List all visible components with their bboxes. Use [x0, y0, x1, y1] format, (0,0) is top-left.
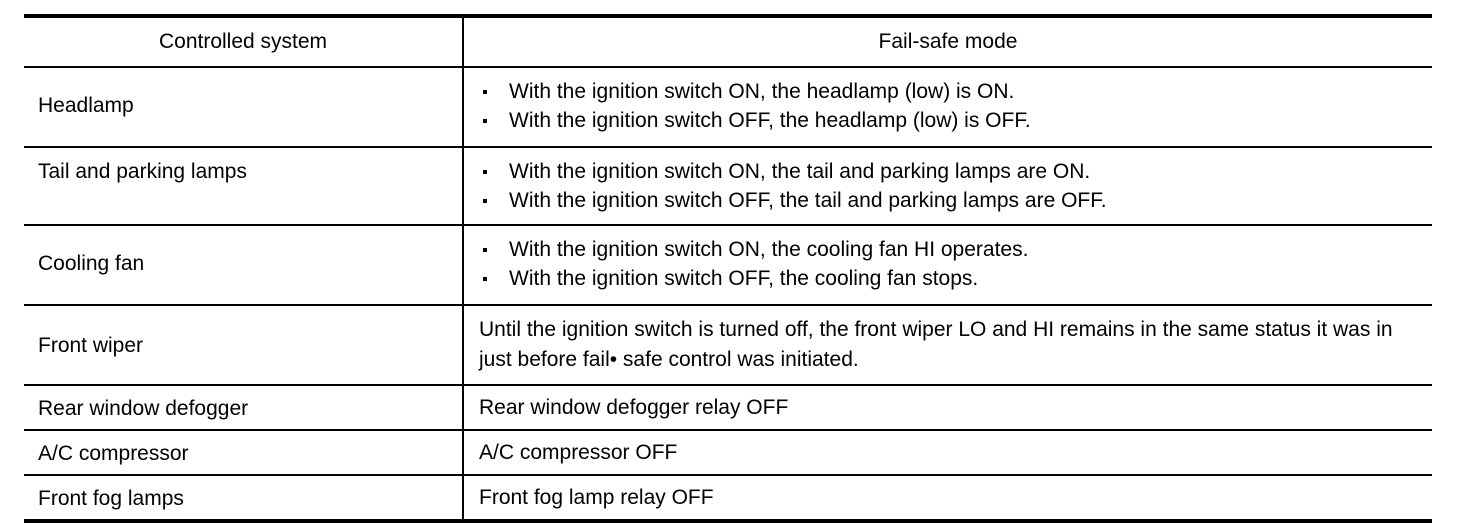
column-header-controlled-system: Controlled system [24, 16, 464, 67]
mode-cell-front-wiper: Until the ignition switch is turned off,… [463, 304, 1432, 385]
table-row-cooling-fan: Cooling fan With the ignition switch ON,… [24, 224, 1432, 305]
mode-cell-headlamp: With the ignition switch ON, the headlam… [463, 66, 1432, 147]
table-row-ac-compressor: A/C compressor A/C compressor OFF [24, 429, 1432, 475]
table-header-row: Controlled system Fail-safe mode [24, 16, 1432, 67]
list-item: With the ignition switch OFF, the coolin… [479, 264, 1420, 293]
table-row-headlamp: Headlamp With the ignition switch ON, th… [24, 66, 1432, 147]
table-row-rear-window-defogger: Rear window defogger Rear window defogge… [24, 384, 1432, 430]
system-label: Headlamp [38, 94, 134, 117]
mode-cell-cooling-fan: With the ignition switch ON, the cooling… [463, 224, 1432, 305]
mode-content: A/C compressor OFF [464, 431, 1432, 474]
fail-safe-bullet-list: With the ignition switch ON, the tail an… [479, 157, 1420, 215]
fail-safe-text: Front fog lamp relay OFF [479, 486, 714, 509]
fail-safe-bullet-list: With the ignition switch ON, the cooling… [479, 235, 1420, 293]
mode-cell-ac-compressor: A/C compressor OFF [463, 429, 1432, 475]
system-label: Cooling fan [38, 252, 145, 275]
system-cell-cooling-fan: Cooling fan [24, 224, 464, 305]
mode-content: Front fog lamp relay OFF [464, 476, 1432, 519]
system-cell-headlamp: Headlamp [24, 66, 464, 147]
fail-safe-bullet-list: With the ignition switch ON, the headlam… [479, 77, 1420, 135]
system-label: Front wiper [38, 334, 144, 357]
list-item: With the ignition switch ON, the tail an… [479, 157, 1420, 186]
fail-safe-text: A/C compressor OFF [479, 441, 678, 464]
mode-content: With the ignition switch ON, the tail an… [464, 148, 1432, 224]
fail-safe-table-container: Controlled system Fail-safe mode Headlam… [24, 14, 1432, 523]
fail-safe-paragraph: Until the ignition switch is turned off,… [479, 318, 1393, 371]
system-label: A/C compressor [38, 442, 189, 465]
list-item: With the ignition switch OFF, the tail a… [479, 186, 1420, 215]
system-cell-tail-and-parking-lamps: Tail and parking lamps [24, 146, 464, 225]
list-item: With the ignition switch ON, the cooling… [479, 235, 1420, 264]
column-header-fail-safe-mode: Fail-safe mode [463, 16, 1432, 67]
system-cell-ac-compressor: A/C compressor [24, 429, 464, 475]
fail-safe-mode-table: Controlled system Fail-safe mode Headlam… [24, 14, 1432, 523]
mode-content: With the ignition switch ON, the headlam… [464, 68, 1432, 144]
mode-cell-front-fog-lamps: Front fog lamp relay OFF [463, 474, 1432, 521]
mode-content: Until the ignition switch is turned off,… [464, 306, 1432, 384]
mode-cell-tail-and-parking-lamps: With the ignition switch ON, the tail an… [463, 146, 1432, 225]
system-label: Rear window defogger [38, 397, 249, 420]
fail-safe-text: Rear window defogger relay OFF [479, 396, 789, 419]
mode-cell-rear-window-defogger: Rear window defogger relay OFF [463, 384, 1432, 430]
mode-content: Rear window defogger relay OFF [464, 386, 1432, 429]
list-item: With the ignition switch OFF, the headla… [479, 106, 1420, 135]
list-item: With the ignition switch ON, the headlam… [479, 77, 1420, 106]
mode-content: With the ignition switch ON, the cooling… [464, 226, 1432, 302]
table-body: Headlamp With the ignition switch ON, th… [24, 66, 1432, 521]
table-row-tail-and-parking-lamps: Tail and parking lamps With the ignition… [24, 146, 1432, 225]
system-label: Front fog lamps [38, 487, 184, 510]
table-row-front-fog-lamps: Front fog lamps Front fog lamp relay OFF [24, 474, 1432, 521]
table-row-front-wiper: Front wiper Until the ignition switch is… [24, 304, 1432, 385]
system-cell-front-wiper: Front wiper [24, 304, 464, 385]
system-cell-front-fog-lamps: Front fog lamps [24, 474, 464, 521]
system-cell-rear-window-defogger: Rear window defogger [24, 384, 464, 430]
system-label: Tail and parking lamps [38, 160, 247, 183]
table-header: Controlled system Fail-safe mode [24, 16, 1432, 67]
